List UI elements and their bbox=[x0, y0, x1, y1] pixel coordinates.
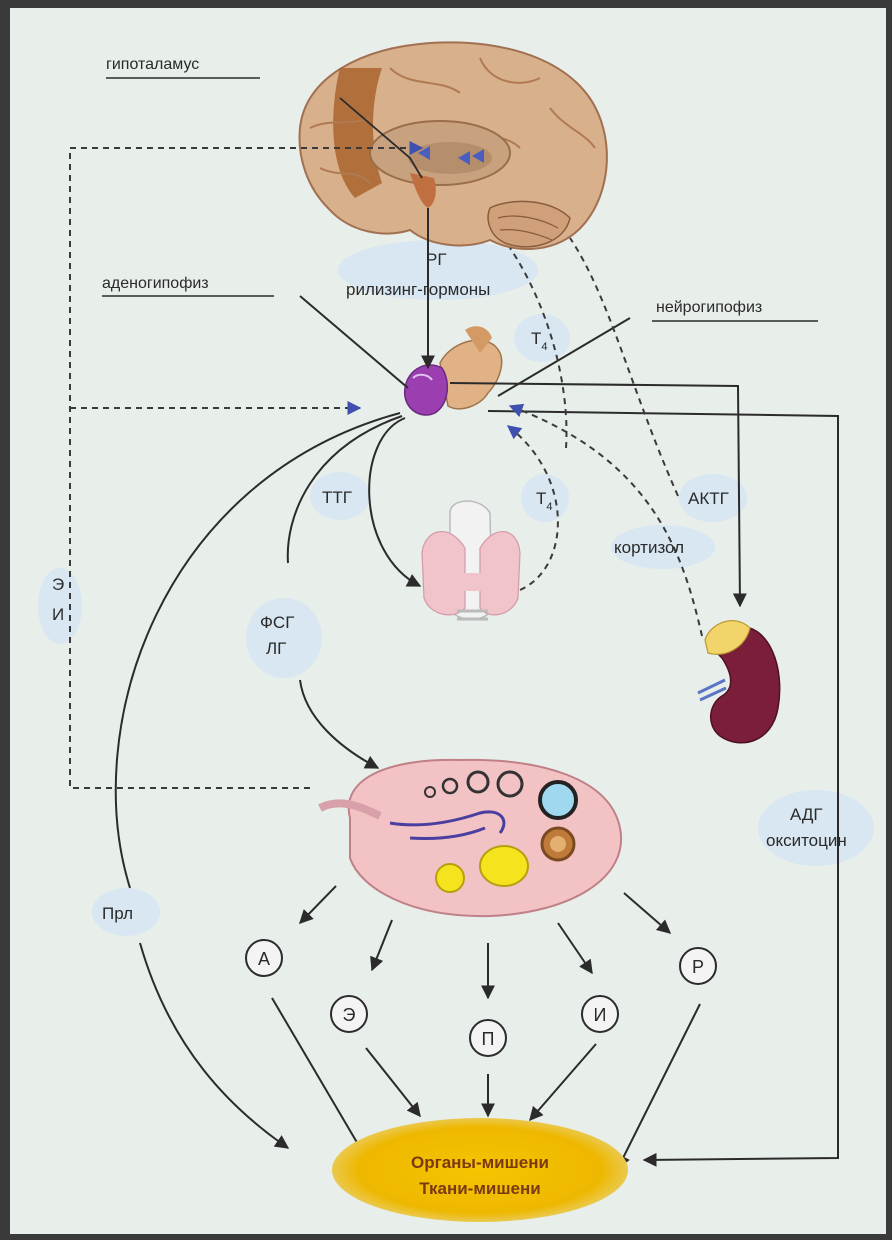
hormone-e: Э bbox=[331, 996, 367, 1032]
arrow-ovary-i bbox=[558, 923, 592, 973]
endocrine-diagram: гипоталамус РГ рилизинг-гормоны аденогип… bbox=[10, 8, 886, 1234]
feedback-e-text: Э bbox=[52, 575, 64, 594]
fsg-text: ФСГ bbox=[260, 613, 294, 632]
slide: гипоталамус РГ рилизинг-гормоны аденогип… bbox=[10, 8, 886, 1234]
svg-text:И: И bbox=[594, 1005, 607, 1025]
arrow-i-target bbox=[530, 1044, 596, 1120]
ovary-illustration bbox=[320, 760, 621, 916]
target-line1: Органы-мишени bbox=[411, 1153, 549, 1172]
feedback-i-text: И bbox=[52, 605, 64, 624]
ttg-text: ТТГ bbox=[322, 488, 352, 507]
arrow-r-target bbox=[618, 1004, 700, 1168]
prl-text: Прл bbox=[102, 904, 133, 923]
label-glow bbox=[758, 790, 874, 866]
target-organs: Органы-мишени Ткани-мишени bbox=[332, 1118, 628, 1222]
brain-illustration bbox=[300, 42, 607, 249]
kidney-illustration bbox=[698, 621, 780, 743]
hormone-r: Р bbox=[680, 948, 716, 984]
feedback-arrows bbox=[70, 148, 702, 788]
hormone-a: А bbox=[246, 940, 282, 976]
oxytocin-text: окситоцин bbox=[766, 831, 847, 850]
svg-text:Э: Э bbox=[343, 1005, 356, 1025]
hormone-p: П bbox=[470, 1020, 506, 1056]
thyroid-illustration bbox=[422, 501, 520, 619]
hypothalamus-label: гипоталамус bbox=[106, 56, 260, 78]
label-glow bbox=[514, 314, 570, 362]
arrow-ovary-r bbox=[624, 893, 670, 933]
hormone-i: И bbox=[582, 996, 618, 1032]
svg-text:П: П bbox=[482, 1029, 495, 1049]
pituitary-illustration bbox=[405, 326, 502, 415]
svg-text:А: А bbox=[258, 949, 270, 969]
adg-text: АДГ bbox=[790, 805, 823, 824]
rg-text: РГ bbox=[426, 250, 447, 269]
arrow-ttg bbox=[369, 418, 420, 586]
neurohypophysis-label: нейрогипофиз bbox=[652, 299, 818, 321]
arrow-ovary-a bbox=[300, 886, 336, 923]
lg-text: ЛГ bbox=[266, 639, 286, 658]
arrow-ovary-e bbox=[372, 920, 392, 970]
adenohypophysis-label: аденогипофиз bbox=[102, 275, 274, 296]
label-glow bbox=[246, 598, 322, 678]
feedback-cortisol-brain bbox=[570, 238, 678, 496]
target-line2: Ткани-мишени bbox=[419, 1179, 540, 1198]
svg-text:Р: Р bbox=[692, 957, 704, 977]
arrow-fsg-bottom bbox=[300, 680, 378, 768]
pointer-adeno bbox=[300, 296, 408, 388]
aktg-text: АКТГ bbox=[688, 489, 729, 508]
adenohypophysis-text: аденогипофиз bbox=[102, 275, 209, 292]
arrow-e-target bbox=[366, 1048, 420, 1116]
feedback-ovary-hypothalamus bbox=[70, 148, 422, 788]
neurohypophysis-text: нейрогипофиз bbox=[656, 299, 762, 316]
hypothalamus-text: гипоталамус bbox=[106, 56, 199, 73]
cortisol-text: кортизол bbox=[614, 538, 684, 557]
releasing-text: рилизинг-гормоны bbox=[346, 280, 490, 299]
